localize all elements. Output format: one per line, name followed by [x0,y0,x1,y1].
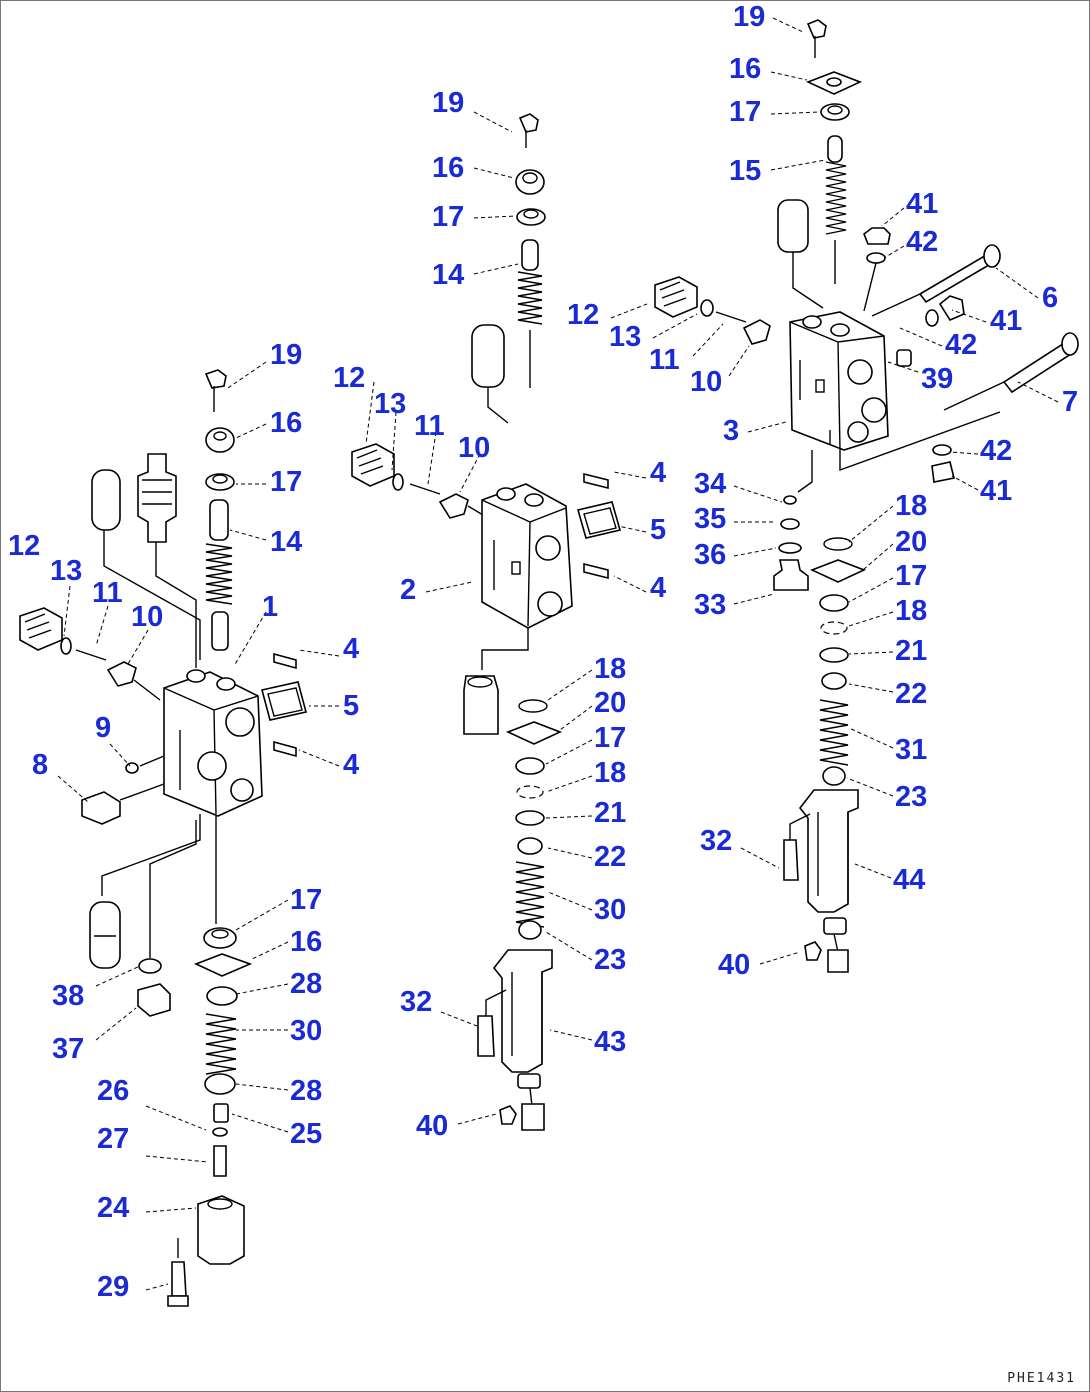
part-label-39: 39 [921,363,954,395]
part-label-10: 10 [458,432,491,464]
part-label-3: 3 [723,415,740,447]
part-label-13: 13 [50,555,83,587]
part-label-32: 32 [400,986,433,1018]
part-label-16: 16 [290,926,323,958]
part-label-11: 11 [414,410,445,442]
part-label-16: 16 [432,152,465,184]
part-label-23: 23 [594,944,627,976]
part-label-7: 7 [1062,386,1079,418]
valve-assembly-2 [351,113,621,1131]
part-label-11: 11 [649,344,680,376]
leader-lines [57,17,1059,1291]
part-label-31: 31 [895,734,928,766]
part-label-15: 15 [729,155,762,187]
part-label-18: 18 [594,653,627,685]
part-label-20: 20 [895,526,928,558]
part-label-41: 41 [980,475,1013,507]
part-label-20: 20 [594,687,627,719]
part-label-8: 8 [32,749,49,781]
drawing-code: PHE1431 [1007,1371,1076,1386]
part-label-36: 36 [694,539,727,571]
part-label-12: 12 [333,362,366,394]
part-label-27: 27 [97,1123,130,1155]
part-label-29: 29 [97,1271,130,1303]
part-label-13: 13 [609,321,642,353]
part-label-42: 42 [980,435,1013,467]
part-label-22: 22 [895,678,928,710]
part-label-34: 34 [694,468,727,500]
part-label-17: 17 [432,201,465,233]
part-label-23: 23 [895,781,928,813]
part-label-17: 17 [895,560,928,592]
part-label-4: 4 [650,572,667,604]
part-label-17: 17 [270,466,303,498]
part-label-5: 5 [343,690,360,722]
part-label-4: 4 [343,749,360,781]
part-label-40: 40 [416,1110,449,1142]
part-label-19: 19 [432,87,465,119]
part-label-10: 10 [131,601,164,633]
part-label-4: 4 [650,457,667,489]
part-label-6: 6 [1042,282,1059,314]
part-label-44: 44 [893,864,926,896]
part-label-18: 18 [895,595,928,627]
part-label-18: 18 [594,757,627,789]
part-label-11: 11 [92,577,123,609]
part-label-33: 33 [694,589,727,621]
part-label-26: 26 [97,1075,130,1107]
part-label-38: 38 [52,980,85,1012]
part-label-32: 32 [700,825,733,857]
part-label-41: 41 [990,305,1023,337]
part-label-13: 13 [374,388,407,420]
part-label-14: 14 [270,526,303,558]
part-label-4: 4 [343,633,360,665]
part-label-9: 9 [95,712,112,744]
part-label-5: 5 [650,514,667,546]
part-label-10: 10 [690,366,723,398]
part-label-21: 21 [895,635,928,667]
part-label-14: 14 [432,259,465,291]
part-label-21: 21 [594,797,627,829]
part-label-18: 18 [895,490,928,522]
part-label-16: 16 [270,407,303,439]
part-label-19: 19 [270,339,303,371]
valve-assembly-1 [19,369,307,1307]
part-label-35: 35 [694,503,727,535]
part-label-12: 12 [567,299,600,331]
part-label-42: 42 [945,329,978,361]
part-label-12: 12 [8,530,41,562]
part-label-22: 22 [594,841,627,873]
part-label-19: 19 [733,1,766,33]
part-label-30: 30 [290,1015,323,1047]
part-label-24: 24 [97,1192,130,1224]
valve-assembly-3 [654,19,1079,973]
part-label-42: 42 [906,226,939,258]
part-label-1: 1 [262,591,279,623]
part-label-37: 37 [52,1033,85,1065]
part-label-30: 30 [594,894,627,926]
part-label-28: 28 [290,968,323,1000]
part-label-25: 25 [290,1118,323,1150]
part-label-28: 28 [290,1075,323,1107]
part-label-2: 2 [400,574,417,606]
part-label-17: 17 [729,96,762,128]
part-label-40: 40 [718,949,751,981]
part-label-17: 17 [594,722,627,754]
part-label-43: 43 [594,1026,627,1058]
part-label-41: 41 [906,188,939,220]
part-label-16: 16 [729,53,762,85]
part-label-17: 17 [290,884,323,916]
